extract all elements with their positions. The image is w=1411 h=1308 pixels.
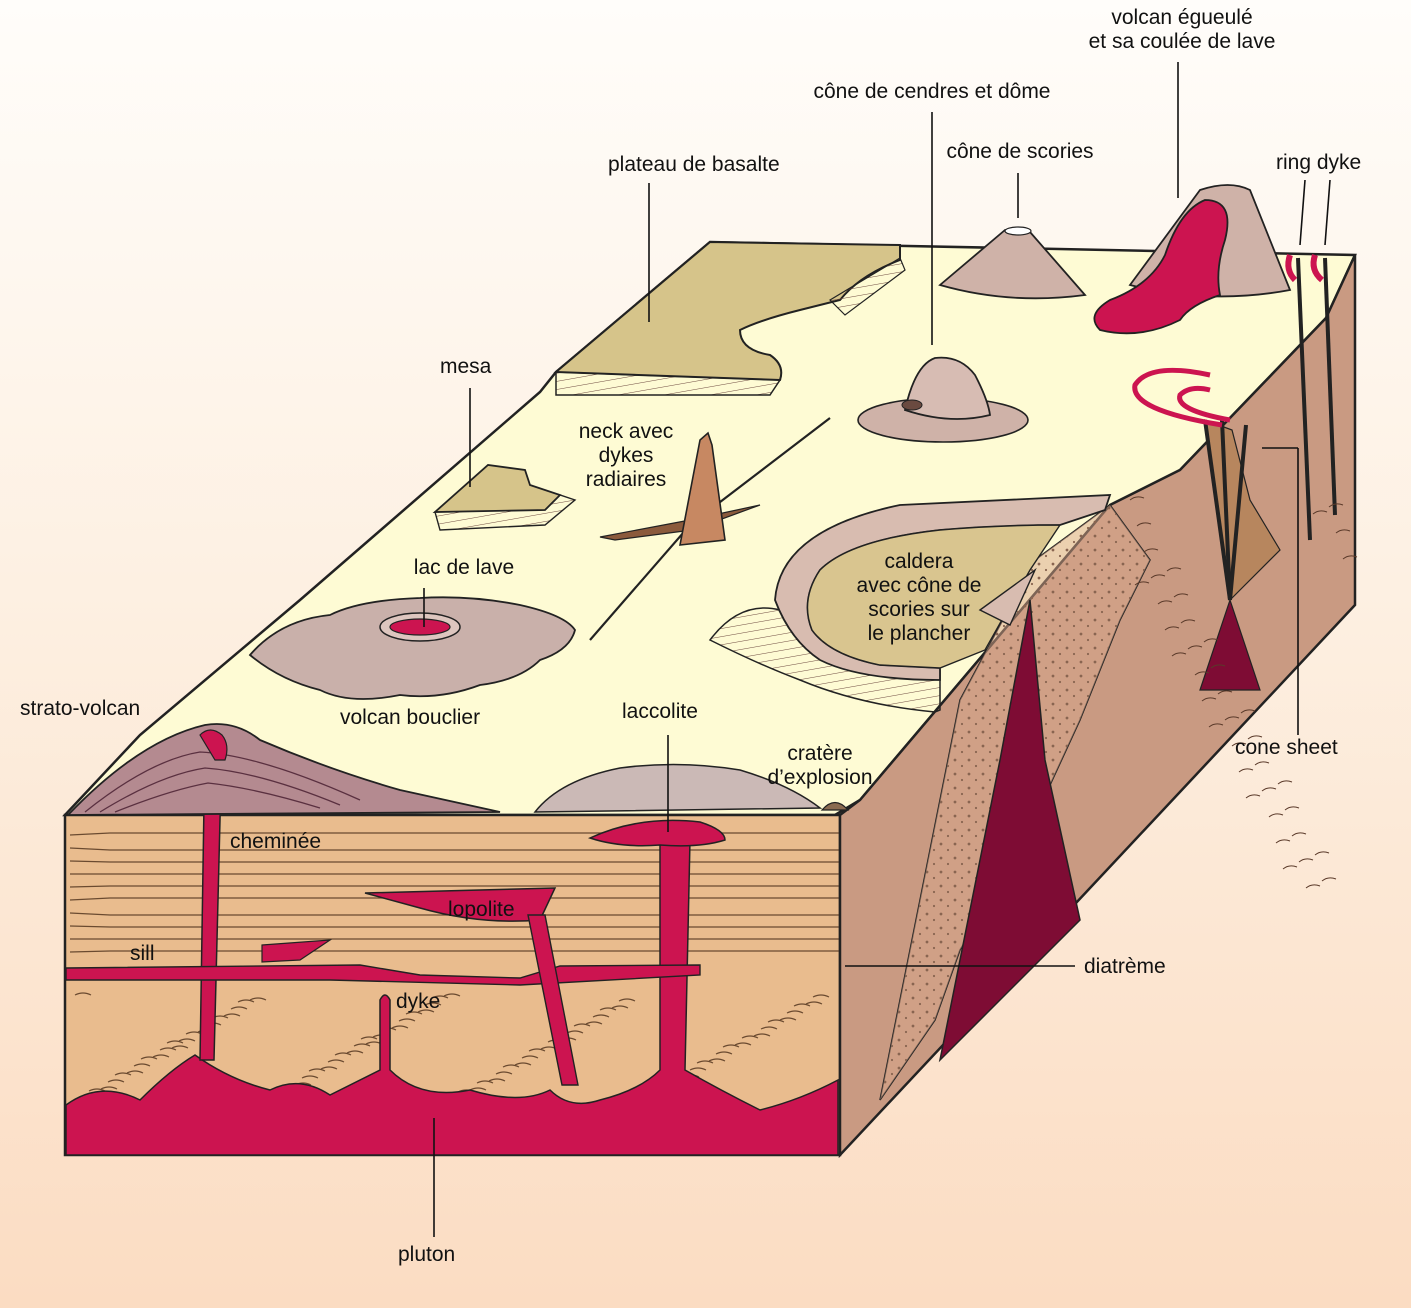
label-neck: neck avec dykes radiaires <box>556 420 696 492</box>
label-volcan-egueule: volcan égueulé et sa coulée de lave <box>1032 6 1332 54</box>
lac-de-lave <box>390 619 450 635</box>
label-volcan-bouclier: volcan bouclier <box>340 706 480 730</box>
label-lac-de-lave: lac de lave <box>394 556 534 580</box>
label-cratere: cratère d’explosion <box>760 742 880 790</box>
label-strato-volcan: strato-volcan <box>20 697 140 721</box>
label-cone-sheet: cone sheet <box>1235 736 1338 760</box>
label-pluton: pluton <box>398 1243 455 1267</box>
label-mesa: mesa <box>440 355 491 379</box>
label-cheminee: cheminée <box>230 830 321 854</box>
label-sill: sill <box>130 942 155 966</box>
label-lopolite: lopolite <box>448 898 515 922</box>
label-diatreme: diatrème <box>1084 955 1166 979</box>
label-caldera: caldera avec cône de scories sur le plan… <box>824 550 1014 646</box>
label-dyke: dyke <box>396 990 440 1014</box>
label-ring-dyke: ring dyke <box>1276 151 1361 175</box>
label-plateau-basalte: plateau de basalte <box>608 153 780 177</box>
label-cone-cendres-dome: cône de cendres et dôme <box>772 80 1092 104</box>
label-cone-scories: cône de scories <box>920 140 1120 164</box>
label-laccolite: laccolite <box>622 700 698 724</box>
